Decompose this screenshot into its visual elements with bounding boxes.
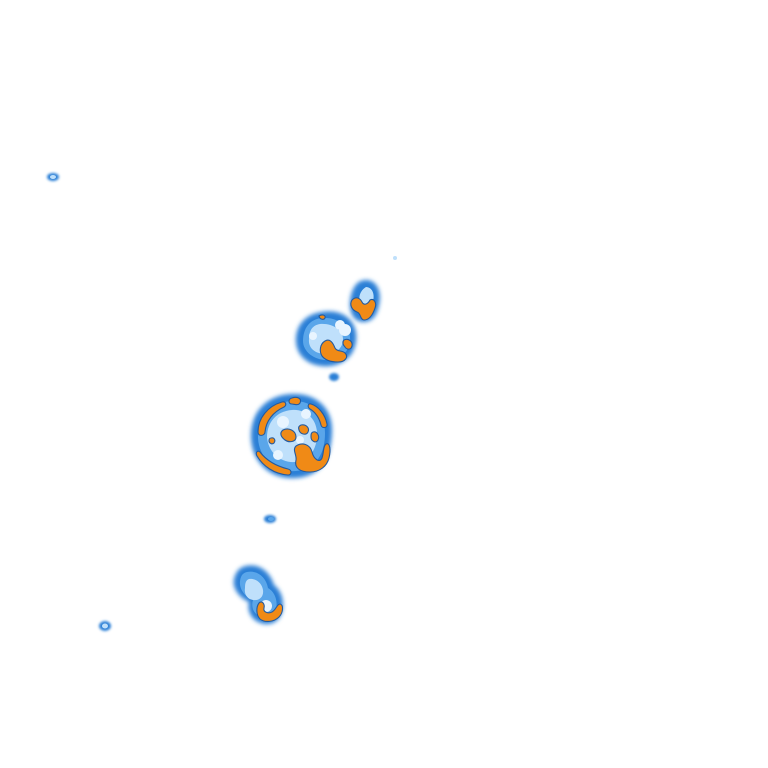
tiny-speck-left-bottom xyxy=(99,621,111,631)
lower-cell xyxy=(233,565,284,625)
tiny-speck-middle xyxy=(264,515,276,523)
central-large-cell xyxy=(250,393,333,479)
highlight-near-upper-cell xyxy=(339,324,351,336)
top-small-cell xyxy=(349,280,380,322)
tiny-speck-under-upper xyxy=(329,373,339,381)
tiny-speck-left-top xyxy=(47,173,59,181)
upper-cell xyxy=(295,311,357,367)
tiny-speck-right xyxy=(393,256,397,260)
